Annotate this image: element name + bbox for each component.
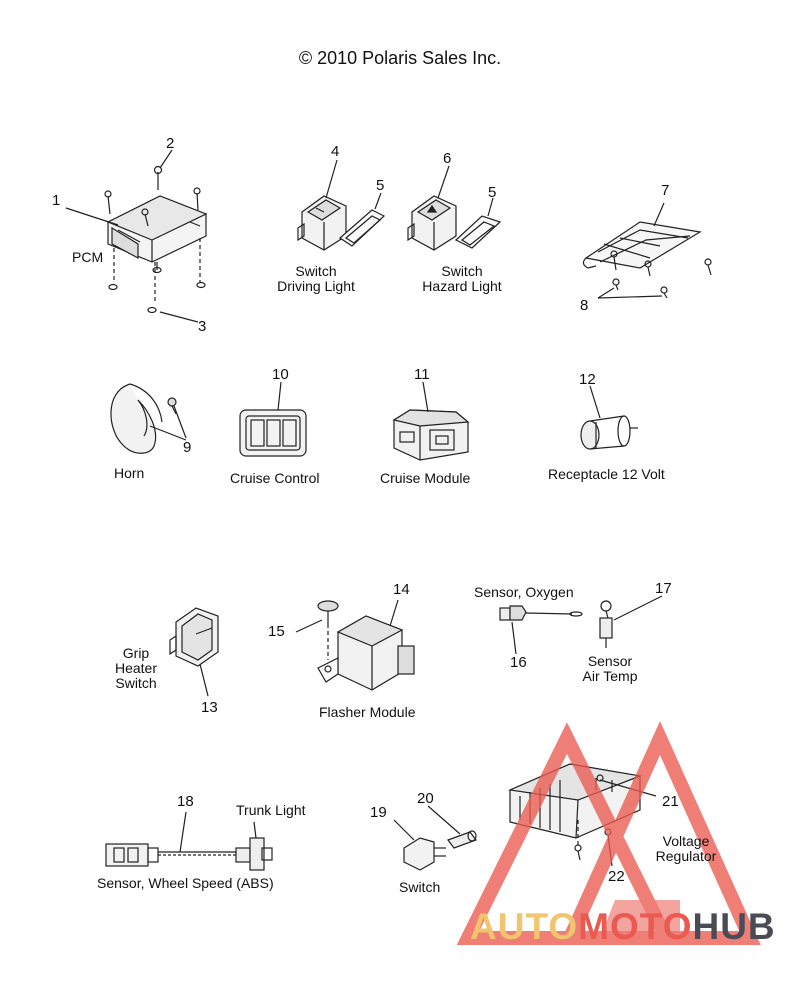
horn-drawing bbox=[110, 383, 187, 454]
label-cruise-module: Cruise Module bbox=[380, 470, 471, 486]
part-number-12: 12 bbox=[579, 371, 596, 388]
cruise-module-drawing bbox=[392, 381, 470, 461]
part-number-19: 19 bbox=[370, 804, 387, 821]
part-number-5a: 5 bbox=[376, 177, 385, 194]
cruise-control-drawing bbox=[239, 381, 307, 457]
part-number-20: 20 bbox=[417, 790, 434, 807]
label-pcm: PCM bbox=[72, 249, 104, 265]
hazard-light-switch-drawing bbox=[407, 165, 502, 251]
label-sensor-air-temp: Sensor Air Temp bbox=[582, 653, 638, 684]
label-switch: Switch bbox=[399, 879, 441, 895]
watermark-part3: HUB bbox=[692, 906, 776, 947]
air-temp-sensor-drawing bbox=[599, 595, 663, 648]
bracket-drawing bbox=[582, 202, 712, 299]
label-cruise-control: Cruise Control bbox=[230, 470, 320, 486]
label-voltage-regulator: Voltage Regulator bbox=[655, 833, 717, 864]
part-number-8: 8 bbox=[580, 297, 589, 314]
label-sensor-oxygen: Sensor, Oxygen bbox=[474, 584, 574, 600]
part-number-6: 6 bbox=[443, 150, 452, 167]
part-number-16: 16 bbox=[510, 654, 527, 671]
label-trunk-light: Trunk Light bbox=[236, 802, 306, 818]
part-number-17: 17 bbox=[655, 580, 672, 597]
flasher-module-drawing bbox=[295, 599, 415, 691]
trunk-switch-drawing bbox=[393, 805, 477, 871]
label-switch-driving-light: Switch Driving Light bbox=[277, 263, 355, 294]
part-number-14: 14 bbox=[393, 581, 410, 598]
part-number-18: 18 bbox=[177, 793, 194, 810]
label-receptacle-12-volt: Receptacle 12 Volt bbox=[548, 466, 665, 482]
pcm-drawing bbox=[65, 149, 208, 323]
part-number-21: 21 bbox=[662, 793, 679, 810]
driving-light-switch-drawing bbox=[297, 159, 386, 251]
wheel-speed-sensor-drawing bbox=[105, 811, 273, 871]
part-number-5b: 5 bbox=[488, 184, 497, 201]
part-number-10: 10 bbox=[272, 366, 289, 383]
part-number-22: 22 bbox=[608, 868, 625, 885]
watermark-part2: MOTO bbox=[578, 906, 693, 947]
label-horn: Horn bbox=[114, 465, 145, 481]
grip-heater-switch-drawing bbox=[169, 607, 219, 697]
part-number-9: 9 bbox=[183, 439, 192, 456]
label-flasher-module: Flasher Module bbox=[319, 704, 416, 720]
part-number-1: 1 bbox=[52, 192, 61, 209]
part-number-4: 4 bbox=[331, 143, 340, 160]
copyright-notice: © 2010 Polaris Sales Inc. bbox=[298, 48, 502, 68]
part-number-15: 15 bbox=[268, 623, 285, 640]
receptacle-drawing bbox=[580, 385, 638, 450]
watermark-text: AUTOMOTOHUB bbox=[470, 906, 776, 948]
part-number-13: 13 bbox=[201, 699, 218, 716]
part-number-11: 11 bbox=[414, 366, 430, 383]
label-grip-heater-switch: Grip Heater Switch bbox=[114, 645, 158, 691]
label-sensor-wheel-speed: Sensor, Wheel Speed (ABS) bbox=[97, 875, 274, 891]
part-number-7: 7 bbox=[661, 182, 670, 199]
label-switch-hazard-light: Switch Hazard Light bbox=[422, 263, 502, 294]
oxygen-sensor-drawing bbox=[499, 605, 583, 655]
watermark-part1: AUTO bbox=[470, 906, 579, 947]
part-number-2: 2 bbox=[166, 135, 175, 152]
part-number-3: 3 bbox=[198, 318, 207, 335]
watermark-logo-icon bbox=[456, 720, 761, 945]
